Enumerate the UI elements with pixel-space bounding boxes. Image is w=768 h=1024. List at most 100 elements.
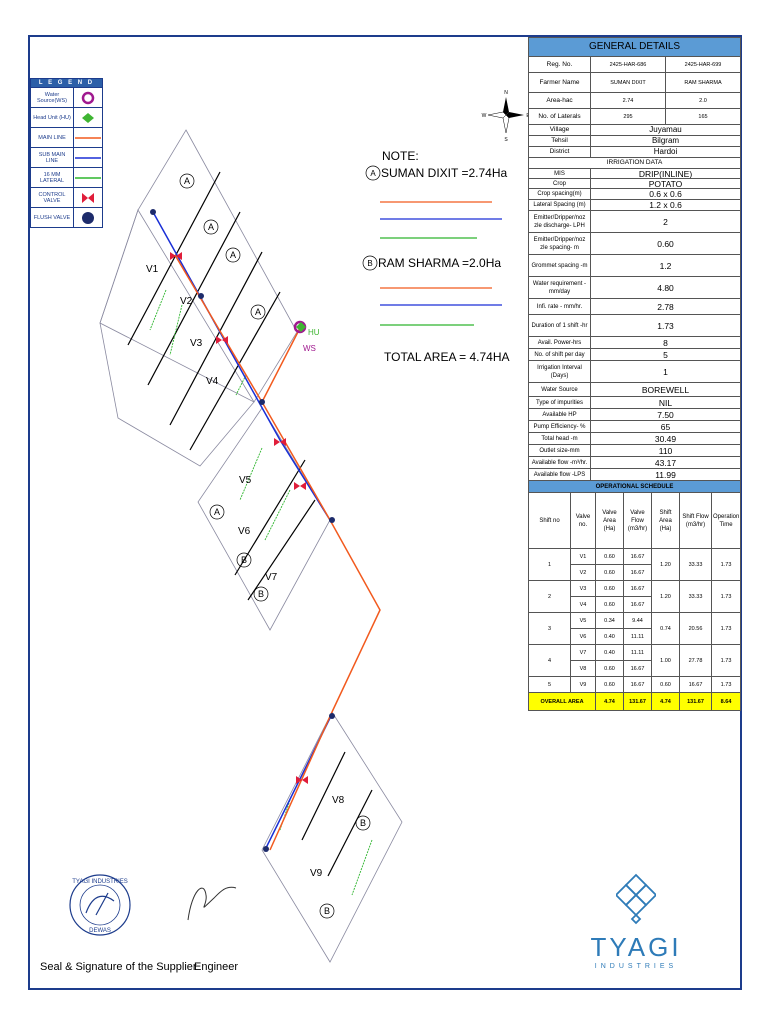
- layout-drawing: N S E W: [69, 90, 528, 963]
- valve-flow: 9.44: [623, 612, 652, 629]
- legend-label: CONTROL VALVE: [38, 191, 66, 204]
- valve-flow: 16.67: [623, 660, 652, 677]
- valve-label-v4: V4: [206, 376, 219, 387]
- row-label: Outlet size-mm: [528, 444, 591, 457]
- shift-area: 1.00: [651, 644, 680, 677]
- shift-flow: 33.33: [679, 548, 712, 581]
- valve-area: 0.40: [595, 628, 624, 645]
- column-header: Operation Time: [710, 492, 742, 549]
- operation-time: 1.73: [710, 612, 742, 645]
- farmer-b-marker: B: [367, 259, 372, 268]
- shift-no: 2: [528, 580, 571, 613]
- sub-main-line-icon: [75, 156, 101, 159]
- note-title: NOTE:: [382, 149, 419, 163]
- svg-text:B: B: [360, 818, 366, 828]
- row-label: Water Source: [528, 382, 591, 397]
- valve-label-v5: V5: [239, 475, 252, 486]
- plot-marker-a: A: [225, 247, 241, 263]
- total-area: TOTAL AREA = 4.74HA: [384, 350, 510, 364]
- row-label: Irrigation Interval (Days): [528, 360, 591, 383]
- table-row: IRRIGATION DATA: [527, 157, 742, 169]
- control-valve-icon: [274, 438, 280, 446]
- table-row: OPERATIONAL SCHEDULE: [527, 480, 742, 493]
- row-value: 30.49: [589, 432, 742, 445]
- valve-area: 0.40: [595, 644, 624, 661]
- legend-row-flush-valve: FLUSH VALVE: [31, 207, 102, 227]
- row-value: 8: [589, 336, 742, 349]
- ws-label: WS: [303, 344, 316, 353]
- row-label: Reg. No.: [528, 56, 591, 73]
- svg-text:A: A: [230, 250, 236, 260]
- divider-lines: [127, 171, 373, 877]
- column-header: Shift no: [528, 492, 571, 549]
- svg-text:B: B: [324, 906, 330, 916]
- row-label: Available flow -LPS: [528, 468, 591, 481]
- shift-area: 1.20: [651, 580, 680, 613]
- row-label: Available HP: [528, 408, 591, 421]
- shift-flow: 16.67: [679, 676, 712, 693]
- valve-no: V9: [570, 676, 596, 693]
- svg-text:B: B: [258, 589, 264, 599]
- row-value: 0.60: [589, 232, 742, 255]
- shift-flow: 20.56: [679, 612, 712, 645]
- note-block: NOTE: A SUMAN DIXIT =2.74Ha B RAM SHARMA…: [362, 149, 510, 364]
- head-unit-icon: [82, 112, 94, 123]
- table-row: Infi. rate - mm/hr.2.78: [528, 298, 742, 315]
- valve-area: 0.60: [595, 548, 624, 565]
- column-header: Shift Area (Ha): [651, 492, 680, 549]
- legend-label: Water Source(WS): [37, 91, 67, 104]
- plot-marker-a: A: [250, 304, 266, 320]
- valve-flow: 16.67: [623, 564, 652, 581]
- valve-no: V3: [570, 580, 596, 597]
- legend-label: MAIN LINE: [38, 134, 66, 141]
- overall-valve-area: 4.74: [595, 692, 624, 711]
- field-plot-3: [261, 711, 403, 963]
- overall-shift-area: 4.74: [651, 692, 680, 711]
- shift-no: 5: [528, 676, 571, 693]
- flush-valve-icon: [82, 211, 94, 224]
- row-label: MIS: [528, 168, 591, 179]
- main-line-icon: [75, 136, 101, 139]
- valve-label-v8: V8: [332, 795, 345, 806]
- shift-flow: 33.33: [679, 580, 712, 613]
- row-label: Emitter/Dripper/noz zle spacing- m: [528, 232, 591, 255]
- valve-no: V1: [570, 548, 596, 565]
- row-value: Hardoi: [589, 146, 742, 158]
- column-header: Valve Area (Ha): [595, 492, 624, 549]
- compass-e: E: [526, 113, 528, 119]
- legend-row-main-line: MAIN LINE: [31, 127, 102, 147]
- compass-s: S: [504, 137, 508, 143]
- overall-label: OVERALL AREA: [528, 692, 596, 711]
- main-line: [174, 254, 381, 851]
- overall-shift-flow: 131.67: [679, 692, 712, 711]
- valve-label-v9: V9: [310, 868, 323, 879]
- row-label: Available flow -m³/hr.: [528, 456, 591, 469]
- operation-time: 1.73: [710, 676, 742, 693]
- flush-valve-icon: [150, 209, 156, 215]
- table-row: Available flow -m³/hr.43.17: [528, 456, 742, 469]
- valve-label-v3: V3: [190, 338, 203, 349]
- valve-no: V4: [570, 596, 596, 613]
- row-value: NIL: [589, 396, 742, 409]
- row-label: Total head -m: [528, 432, 591, 445]
- control-valve-icon: [216, 336, 222, 344]
- svg-text:A: A: [208, 222, 214, 232]
